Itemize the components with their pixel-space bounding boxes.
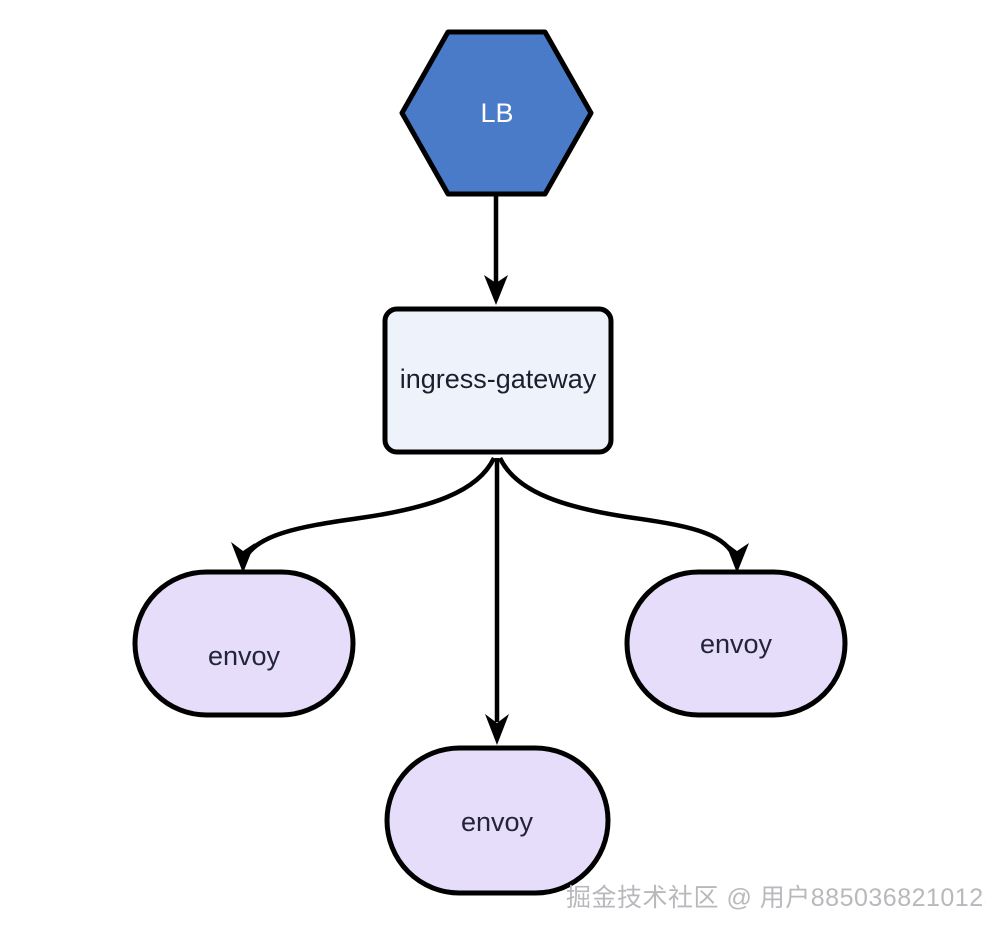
envoy-right-stadium-shape[interactable] [624,569,848,718]
arrowhead [485,714,509,745]
arrowhead [725,542,749,573]
watermark-label: 掘金技术社区 @ 用户8850368210125 [566,884,985,912]
arrowhead [231,542,255,573]
lb-label: LB [480,98,513,128]
envoy-right-label: envoy [700,629,773,659]
ingress-gateway-rect-shape[interactable] [382,306,614,455]
edge-line [241,456,497,562]
edge-ingress-gateway-to-envoy-center [485,458,509,745]
envoy-left-stadium-shape[interactable] [132,569,356,718]
envoy-center-label: envoy [461,807,534,837]
node-envoy-center[interactable]: envoy [384,745,611,896]
lb-hexagon-shape[interactable] [399,29,594,197]
arrowhead [484,275,508,305]
node-lb[interactable]: LB [399,29,594,197]
ingress-gateway-label: ingress-gateway [400,364,597,394]
node-envoy-left[interactable]: envoy [132,569,356,718]
edge-ingress-gateway-to-envoy-right [497,456,749,573]
node-ingress-gateway[interactable]: ingress-gateway [382,306,614,455]
envoy-left-label: envoy [208,641,281,671]
envoy-center-stadium-shape[interactable] [384,745,611,896]
node-envoy-right[interactable]: envoy [624,569,848,718]
edge-ingress-gateway-to-envoy-left [231,456,497,573]
edge-lb-to-ingress-gateway [484,196,508,305]
edge-line [497,456,739,561]
